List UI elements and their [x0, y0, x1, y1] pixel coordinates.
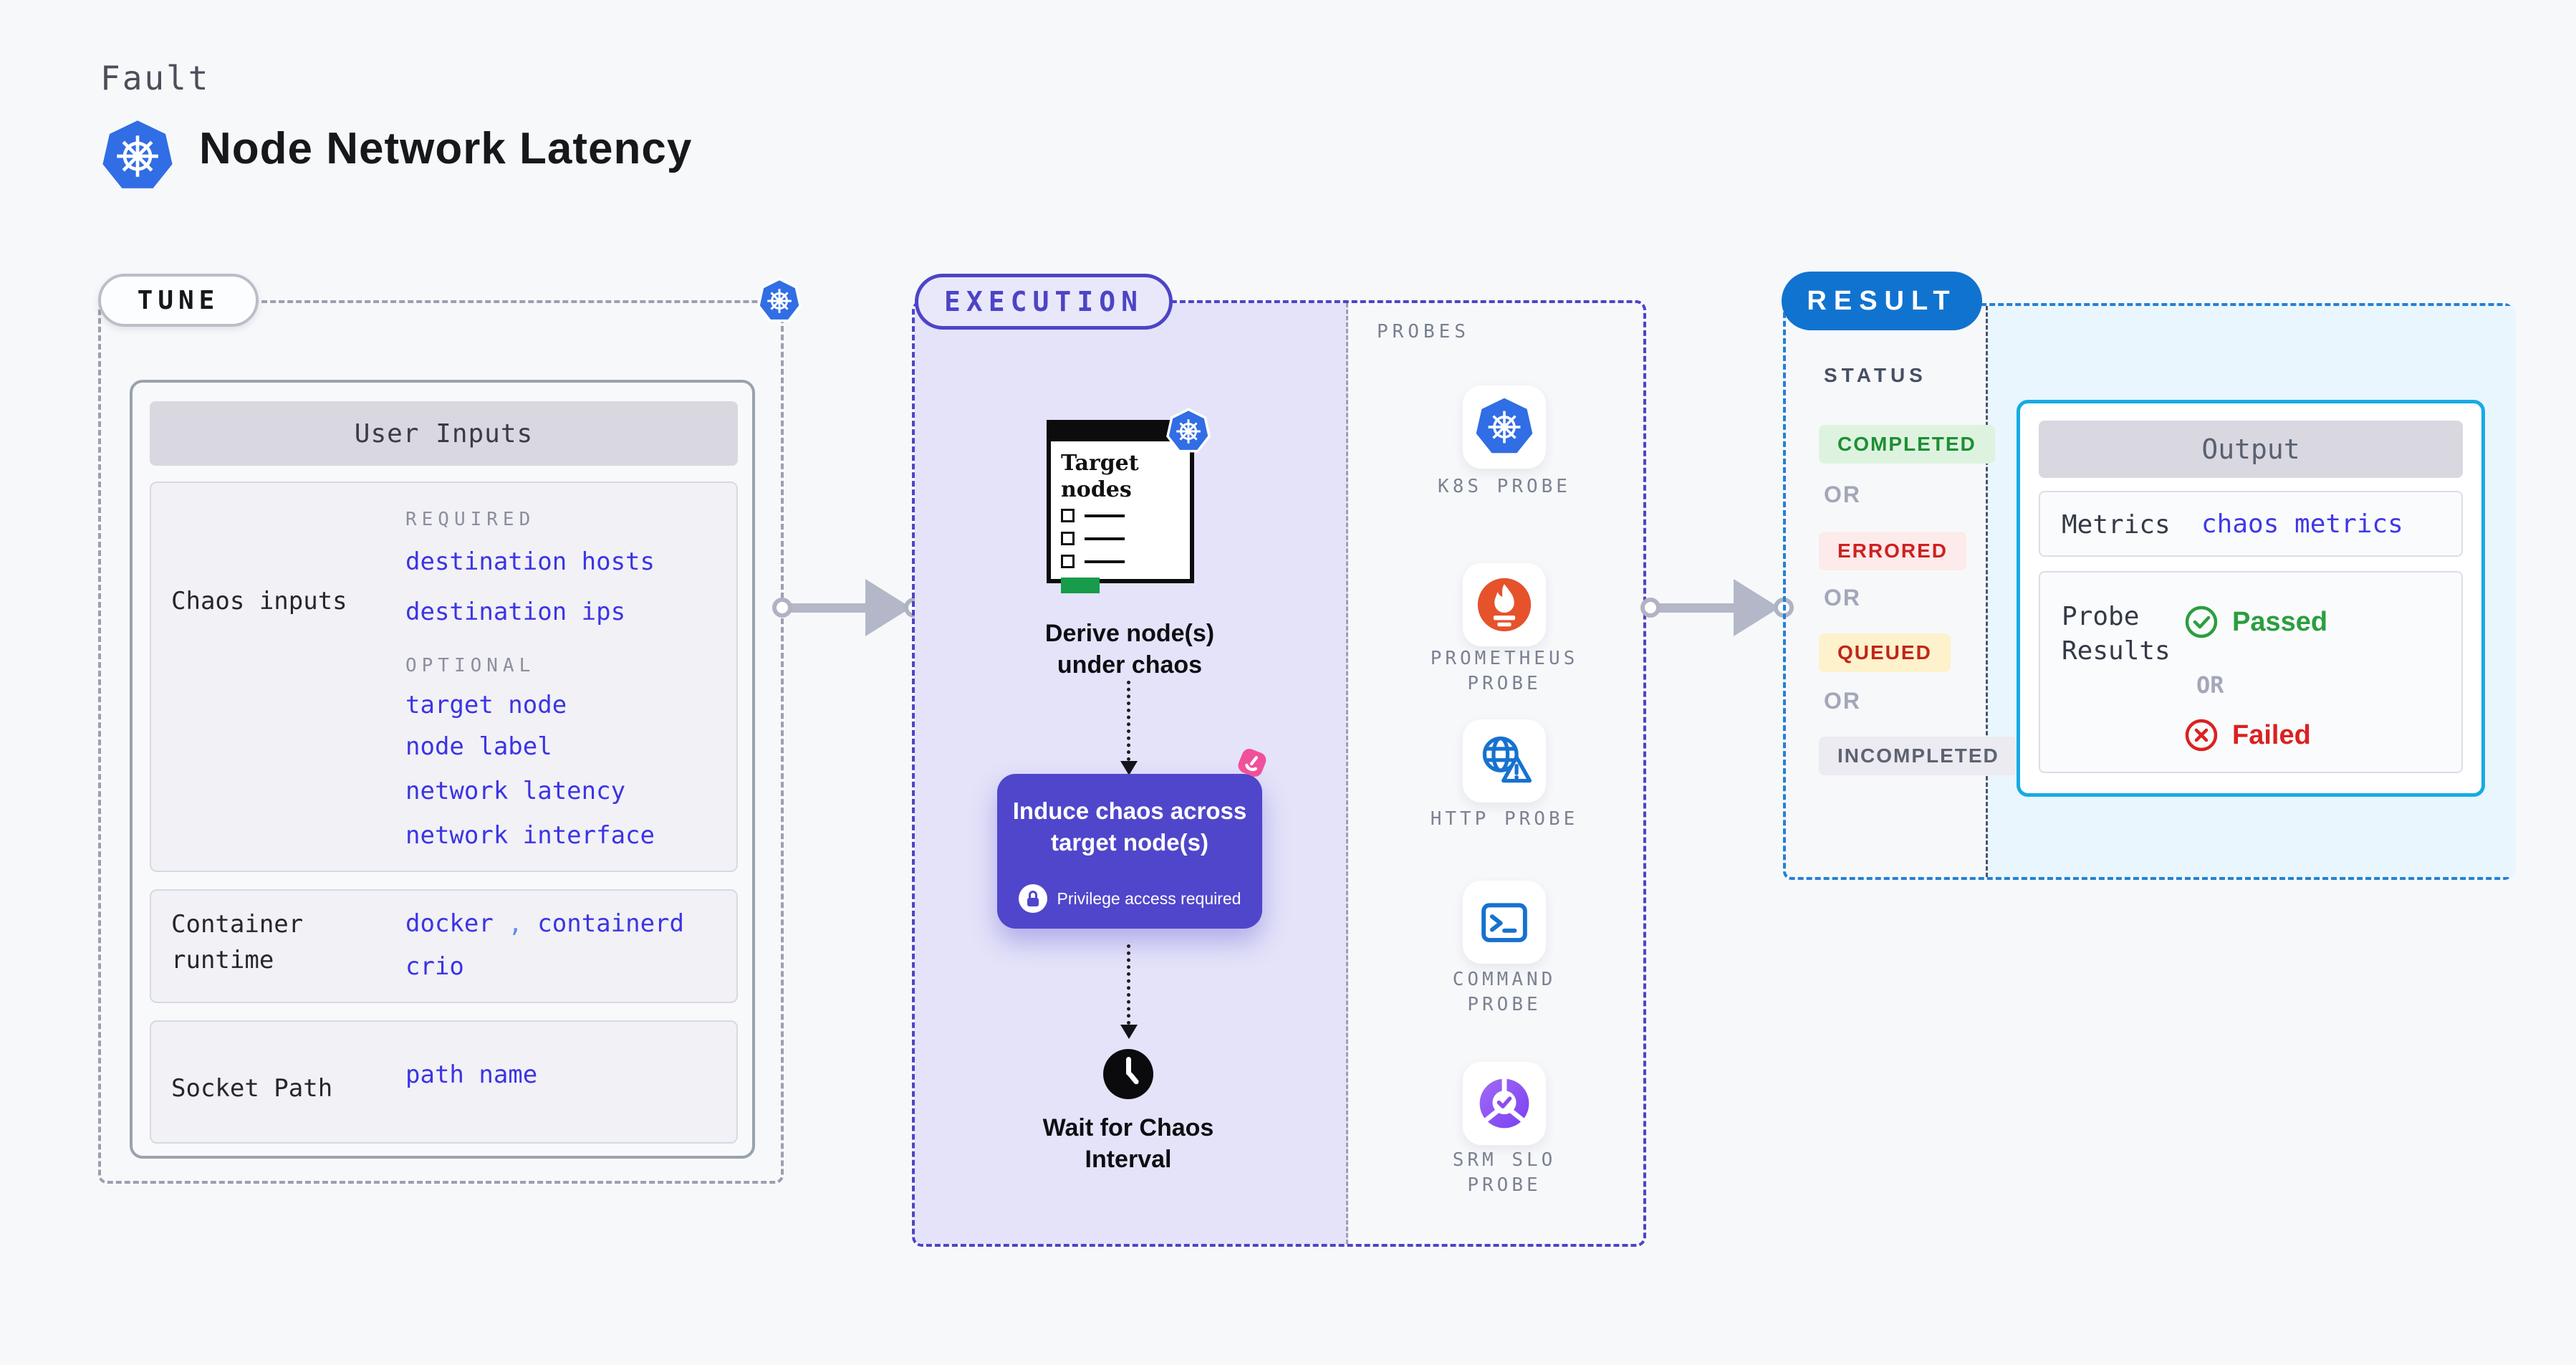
induce-chaos-box: Induce chaos across target node(s) Privi…	[997, 774, 1262, 929]
flow-dotted-line	[1127, 944, 1130, 1025]
container-runtime-label: Container runtime	[171, 910, 304, 974]
or-separator: OR	[1824, 482, 1861, 507]
command-probe-icon	[1481, 903, 1527, 942]
input-network-latency: network latency	[405, 777, 626, 805]
srm-slo-probe-icon	[1479, 1075, 1529, 1129]
http-probe-icon	[1482, 736, 1532, 783]
k8s-probe-card	[1463, 385, 1546, 469]
tune-badge: TUNE	[98, 274, 259, 327]
k8s-probe-icon	[1476, 398, 1533, 454]
k8s-icon	[757, 277, 802, 322]
runtime-crio: crio	[405, 952, 464, 981]
wait-chaos-step: Wait for Chaos Interval	[1042, 1114, 1214, 1173]
tune-to-execution-arrow	[782, 603, 874, 613]
runtime-separator: ,	[508, 909, 523, 938]
socket-path-label: Socket Path	[171, 1074, 333, 1103]
progress-bar	[1061, 578, 1100, 593]
lock-icon	[1018, 884, 1047, 913]
input-node-label: node label	[405, 732, 552, 761]
user-inputs-title: User Inputs	[150, 401, 738, 466]
socket-path-row: Socket Path path name	[150, 1020, 738, 1144]
induce-chaos-label: Induce chaos across target node(s)	[1012, 798, 1247, 856]
user-inputs-card: User Inputs Chaos inputs REQUIRED destin…	[130, 380, 755, 1159]
node-checklist-item	[1061, 555, 1125, 568]
status-badge-incompleted: INCOMPLETED	[1819, 737, 2018, 775]
page-title: Node Network Latency	[199, 124, 693, 173]
probes-title: PROBES	[1377, 321, 1470, 343]
connector-dot	[1640, 598, 1661, 618]
target-nodes-title: Target nodes	[1061, 451, 1139, 502]
chaos-inputs-label: Chaos inputs	[171, 587, 347, 616]
runtime-values-line1: docker , containerd	[405, 909, 684, 938]
metrics-row: Metrics chaos metrics	[2039, 491, 2463, 557]
runtime-containerd: containerd	[537, 909, 684, 938]
connector-dot	[772, 598, 792, 618]
status-badge-completed: COMPLETED	[1819, 425, 1995, 464]
probe-results-label: Probe Results	[2062, 602, 2171, 666]
derive-nodes-step: Derive node(s) under chaos	[1044, 620, 1215, 679]
arrow-head-icon	[1734, 579, 1779, 636]
http-probe-label: HTTP PROBE	[1430, 808, 1579, 830]
input-destination-ips: destination ips	[405, 598, 626, 626]
tune-panel	[98, 300, 784, 1184]
arrow-head-icon	[1120, 761, 1138, 775]
node-checklist-item	[1061, 509, 1125, 522]
kubernetes-icon	[102, 120, 173, 188]
input-destination-hosts: destination hosts	[405, 547, 655, 576]
status-badge-queued: QUEUED	[1819, 633, 1951, 672]
status-title: STATUS	[1824, 364, 1927, 386]
result-badge: RESULT	[1782, 272, 1982, 330]
fault-kicker: Fault	[100, 59, 211, 97]
runtime-docker: docker	[405, 909, 494, 938]
socket-path-value: path name	[405, 1060, 538, 1089]
or-separator: OR	[1824, 585, 1861, 610]
optional-heading: OPTIONAL	[405, 655, 536, 676]
passed-check-icon	[2185, 605, 2218, 638]
k8s-icon	[1166, 408, 1211, 453]
input-network-interface: network interface	[405, 821, 655, 850]
passed-label: Passed	[2232, 607, 2328, 637]
prometheus-probe-icon	[1477, 578, 1532, 632]
clock-icon	[1103, 1049, 1153, 1099]
srm-slo-probe-card	[1463, 1062, 1546, 1145]
metrics-value: chaos metrics	[2201, 509, 2403, 539]
command-probe-card	[1463, 881, 1546, 964]
node-checklist-item	[1061, 532, 1125, 545]
execution-badge: EXECUTION	[915, 274, 1173, 330]
helm-wheel-icon	[117, 135, 158, 177]
metrics-label: Metrics	[2062, 510, 2171, 540]
probes-to-result-arrow	[1650, 603, 1742, 613]
litmus-chaos-icon	[1238, 749, 1267, 777]
chaos-inputs-row: Chaos inputs REQUIRED destination hosts …	[150, 482, 738, 872]
failed-label: Failed	[2232, 720, 2311, 750]
required-heading: REQUIRED	[405, 509, 536, 530]
input-target-node: target node	[405, 691, 567, 719]
http-probe-card	[1463, 719, 1546, 803]
arrow-head-icon	[865, 579, 911, 636]
status-badge-errored: ERRORED	[1819, 532, 1967, 570]
k8s-probe-label: K8S PROBE	[1438, 476, 1571, 497]
arrow-head-icon	[1120, 1025, 1138, 1039]
flow-dotted-line	[1127, 681, 1130, 761]
or-separator: OR	[2196, 671, 2224, 699]
container-runtime-row: Container runtime docker , containerd cr…	[150, 889, 738, 1003]
output-box: Output Metrics chaos metrics Probe Resul…	[2017, 400, 2485, 797]
privilege-note: Privilege access required	[997, 884, 1262, 913]
output-title: Output	[2039, 421, 2463, 478]
target-nodes-card: Target nodes	[1047, 420, 1194, 593]
failed-x-icon	[2185, 719, 2218, 752]
or-separator: OR	[1824, 688, 1861, 714]
prometheus-probe-card	[1463, 563, 1546, 646]
probe-results-row: Probe Results Passed OR Failed	[2039, 571, 2463, 773]
